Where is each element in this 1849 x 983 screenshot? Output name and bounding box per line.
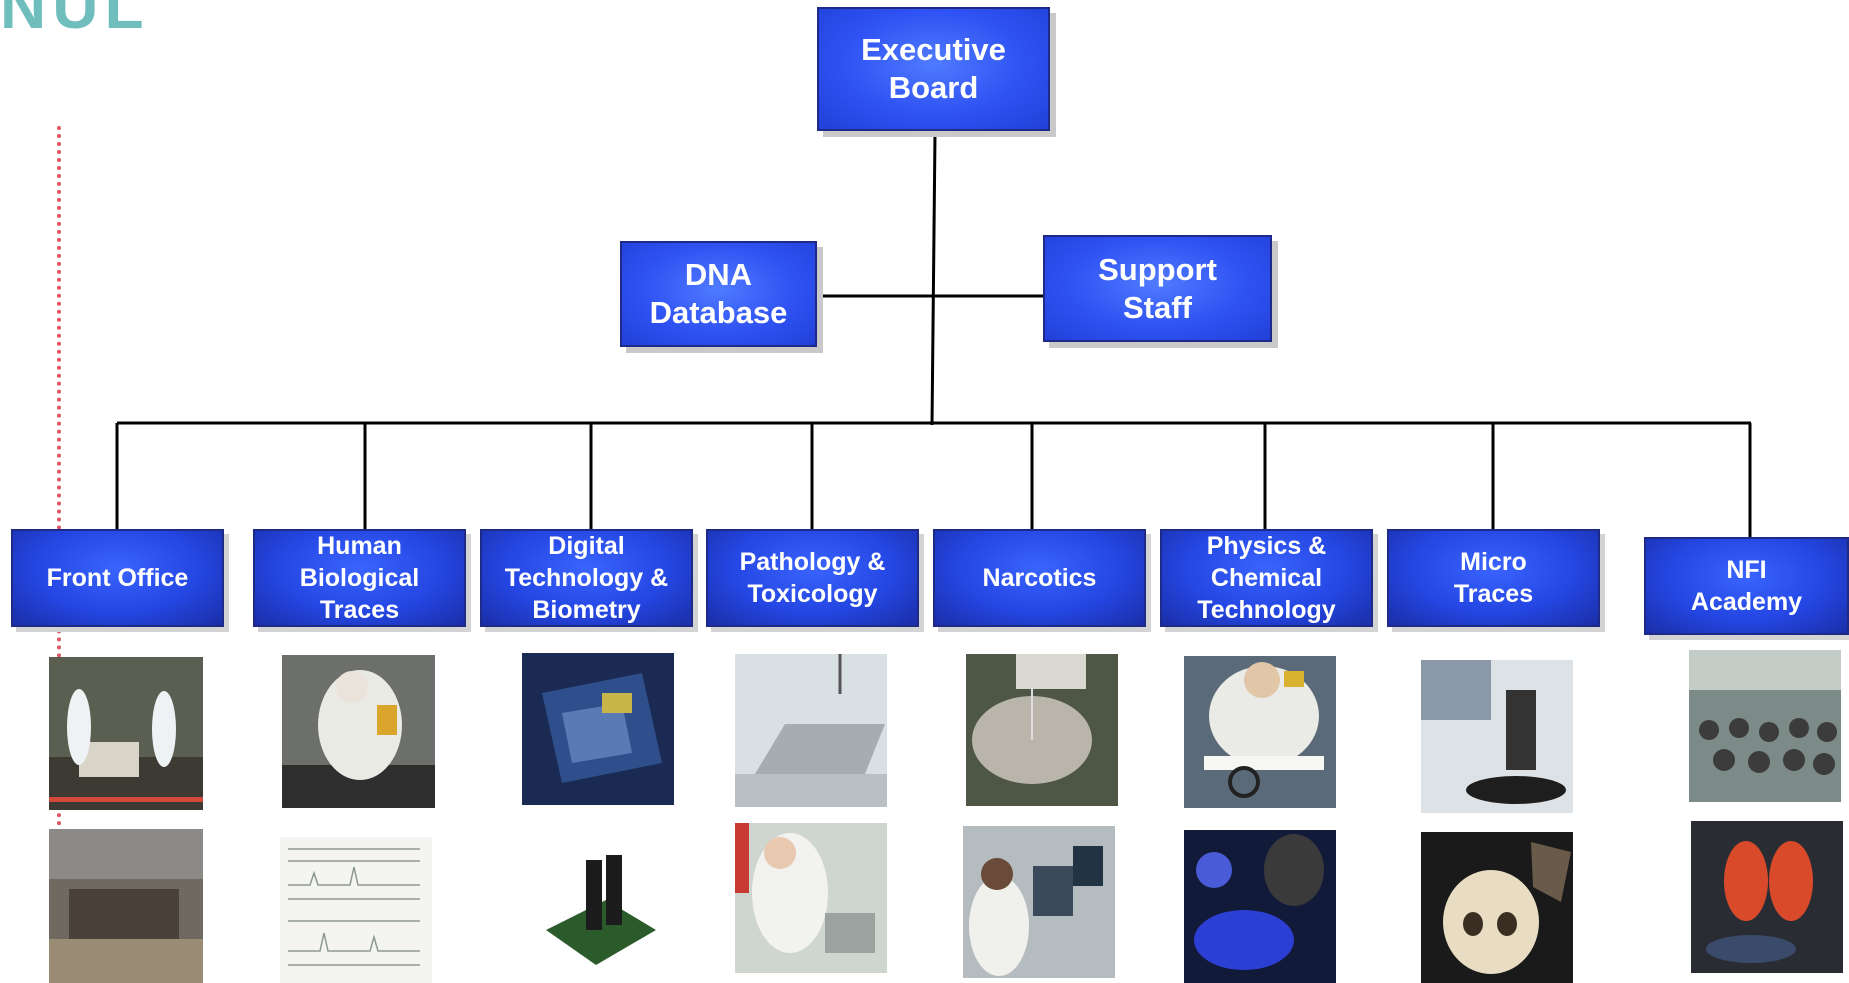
dna-database-label: DNA Database — [649, 257, 788, 330]
dept-narcotics-label: Narcotics — [982, 564, 1097, 592]
dept-narcotics-box: Narcotics — [933, 529, 1146, 627]
dept-human-bio-label: Human Biological Traces — [299, 532, 420, 624]
photo-physics-magnifier — [1184, 656, 1336, 808]
support-staff-label: Support Staff — [1098, 251, 1217, 325]
dept-digital-label: Digital Technology & Biometry — [504, 532, 669, 624]
support-staff-box: Support Staff — [1043, 235, 1272, 342]
dna-database-box: DNA Database — [620, 241, 817, 347]
photo-narcotics-disc — [966, 654, 1118, 806]
dotted-divider — [57, 126, 61, 826]
dept-academy-box: NFI Academy — [1644, 537, 1849, 635]
dept-front-office-label: Front Office — [46, 564, 189, 592]
dept-front-office-box: Front Office — [11, 529, 224, 627]
dept-physics-box: Physics & Chemical Technology — [1160, 529, 1373, 627]
photo-pathology-scientist — [735, 823, 887, 973]
executive-board-label: Executive Board — [861, 32, 1006, 105]
photo-front-office-investigators — [49, 657, 203, 810]
trunk-line — [930, 133, 937, 426]
dept-pathology-label: Pathology & Toxicology — [739, 548, 886, 608]
photo-narcotics-analyst — [963, 826, 1115, 978]
photo-digital-circuit — [522, 653, 674, 805]
photo-digital-harddrive — [526, 830, 676, 980]
photo-human-bio-dna-chart — [280, 837, 432, 983]
photo-micro-microscope — [1421, 660, 1573, 813]
dept-micro-label: Micro Traces — [1453, 548, 1534, 608]
photo-physics-bluelight — [1184, 830, 1336, 983]
dept-academy-label: NFI Academy — [1690, 556, 1803, 616]
executive-board-box: Executive Board — [817, 7, 1050, 131]
dept-digital-box: Digital Technology & Biometry — [480, 529, 693, 627]
photo-pathology-table — [735, 654, 887, 807]
dept-pathology-box: Pathology & Toxicology — [706, 529, 919, 627]
dept-human-bio-box: Human Biological Traces — [253, 529, 466, 627]
logo: NUL — [0, 0, 150, 42]
photo-academy-classroom — [1689, 650, 1841, 802]
photo-micro-skull — [1421, 832, 1573, 983]
photo-academy-rescue — [1691, 821, 1843, 973]
dept-micro-box: Micro Traces — [1387, 529, 1600, 627]
photo-front-office-wreck — [49, 829, 203, 983]
dept-physics-label: Physics & Chemical Technology — [1197, 532, 1336, 624]
photo-human-bio-labworker — [282, 655, 435, 808]
